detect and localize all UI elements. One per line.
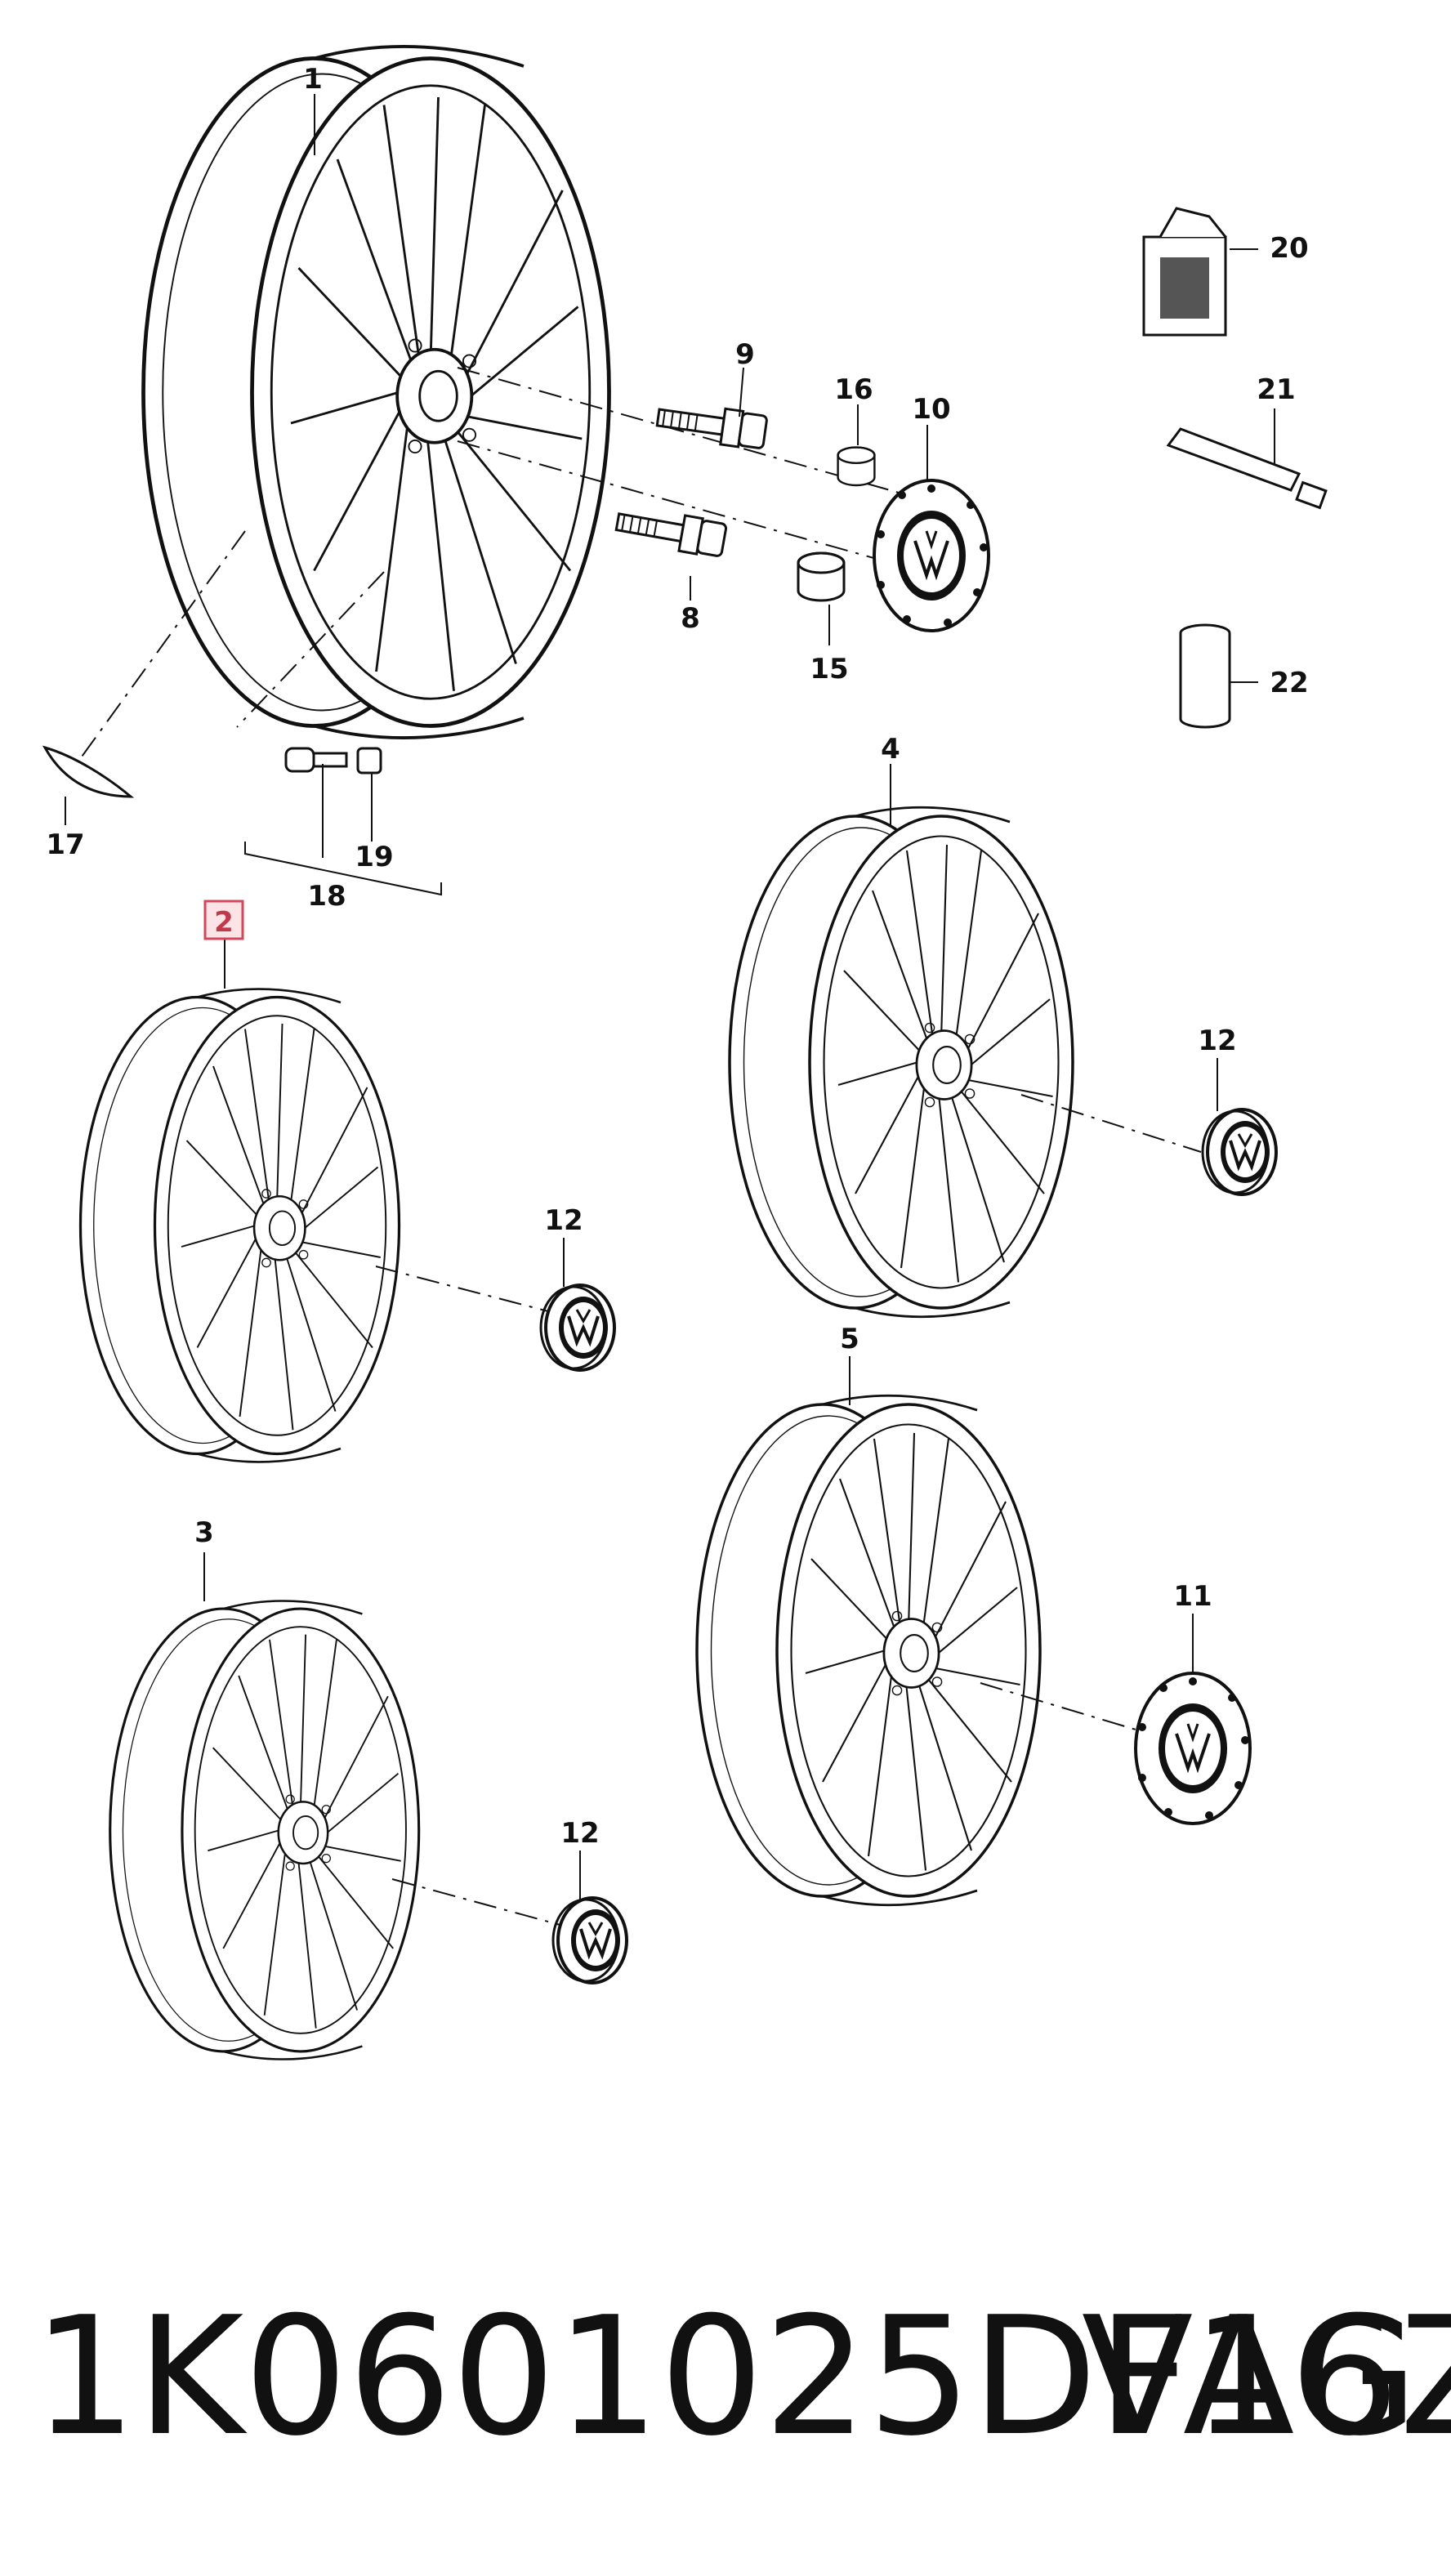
callout-2[interactable]: 2 (214, 906, 234, 939)
bottle-22 (1179, 623, 1231, 729)
wheel-4 (728, 806, 1074, 1319)
wheel-5 (695, 1394, 1042, 1907)
footer: 1K0601025DF16Z VAG (0, 2271, 1451, 2484)
valve-cap-19 (356, 747, 382, 775)
callout-8: 8 (681, 602, 700, 635)
tube-21 (1166, 427, 1328, 510)
callout-22: 22 (1270, 667, 1308, 699)
callout-1: 1 (303, 63, 323, 96)
callout-ticks (65, 94, 1275, 1900)
callout-11: 11 (1173, 1580, 1212, 1613)
selected-callout-box[interactable] (203, 900, 244, 940)
parts-diagram: 1 2 3 4 5 8 9 10 11 12 12 12 15 16 17 18… (42, 0, 1328, 2061)
valve-18 (284, 747, 348, 773)
cap-12-a (1201, 1108, 1278, 1196)
callout-20: 20 (1270, 232, 1308, 265)
cap-15 (797, 551, 846, 602)
callout-18: 18 (307, 880, 346, 913)
bracket-18 (244, 842, 442, 896)
cap-12-b (539, 1284, 616, 1372)
callout-4: 4 (881, 733, 900, 766)
cap-16 (837, 446, 876, 487)
callout-labels: 1 2 3 4 5 8 9 10 11 12 12 12 15 16 17 18… (46, 63, 1308, 1850)
callout-12-a: 12 (1198, 1025, 1236, 1057)
callout-16: 16 (834, 373, 873, 406)
callout-3: 3 (194, 1516, 214, 1549)
part-number: 1K0601025DF16Z (33, 2282, 1451, 2472)
callout-12-c: 12 (560, 1817, 599, 1850)
callout-9: 9 (735, 338, 755, 371)
callout-21: 21 (1257, 373, 1295, 406)
cap-12-c (551, 1896, 628, 1984)
leader-lines (73, 367, 1202, 1929)
kit-20 (1142, 207, 1227, 337)
callout-10: 10 (912, 393, 950, 426)
callout-19: 19 (355, 841, 393, 873)
callout-12-b: 12 (544, 1204, 583, 1237)
callout-15: 15 (810, 653, 848, 685)
wheel-3 (109, 1599, 421, 2061)
hubcap-10 (873, 479, 990, 632)
weight-17 (42, 745, 135, 798)
brand: VAG (1081, 2282, 1418, 2472)
bolt-9 (654, 398, 769, 452)
callout-17: 17 (46, 828, 84, 861)
callout-5: 5 (840, 1323, 859, 1355)
wheel-2[interactable] (78, 987, 401, 1464)
hubcap-11 (1134, 1672, 1252, 1825)
wheel-1 (143, 47, 609, 738)
